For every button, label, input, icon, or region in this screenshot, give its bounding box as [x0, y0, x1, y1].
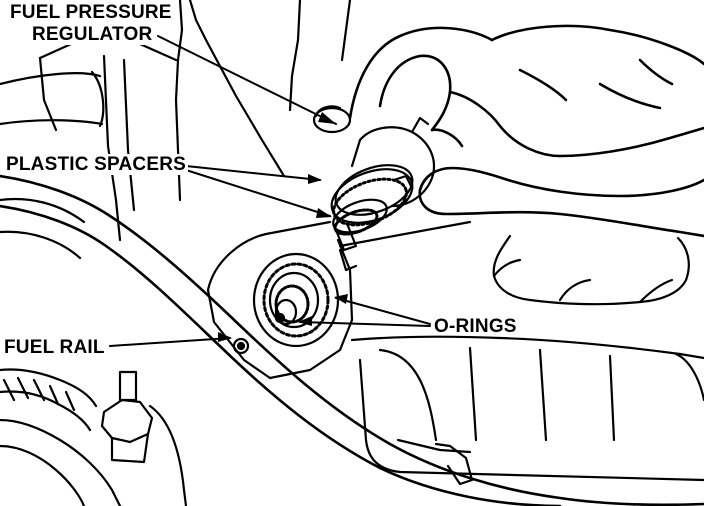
intake-plenum: [338, 220, 704, 486]
leader-arrowheads: [218, 112, 348, 342]
hand: [348, 24, 704, 238]
hose: [0, 70, 105, 260]
o-rings-label: O-RINGS: [434, 316, 517, 337]
filler-cap: [492, 234, 690, 306]
plastic-spacers-label: PLASTIC SPACERS: [4, 154, 189, 175]
fuel-rail: [0, 174, 704, 506]
regulator-mount: [206, 220, 354, 380]
fuel-pressure-regulator-label-line2: REGULATOR: [30, 24, 155, 45]
fuel-rail-label: FUEL RAIL: [2, 337, 107, 358]
fuel-pressure-regulator: [312, 105, 436, 272]
leader-lines: [109, 35, 431, 347]
hose-clamp: [0, 368, 122, 506]
fuel-pressure-regulator-label-line1: FUEL PRESSURE: [8, 2, 174, 23]
bolt: [100, 370, 188, 506]
